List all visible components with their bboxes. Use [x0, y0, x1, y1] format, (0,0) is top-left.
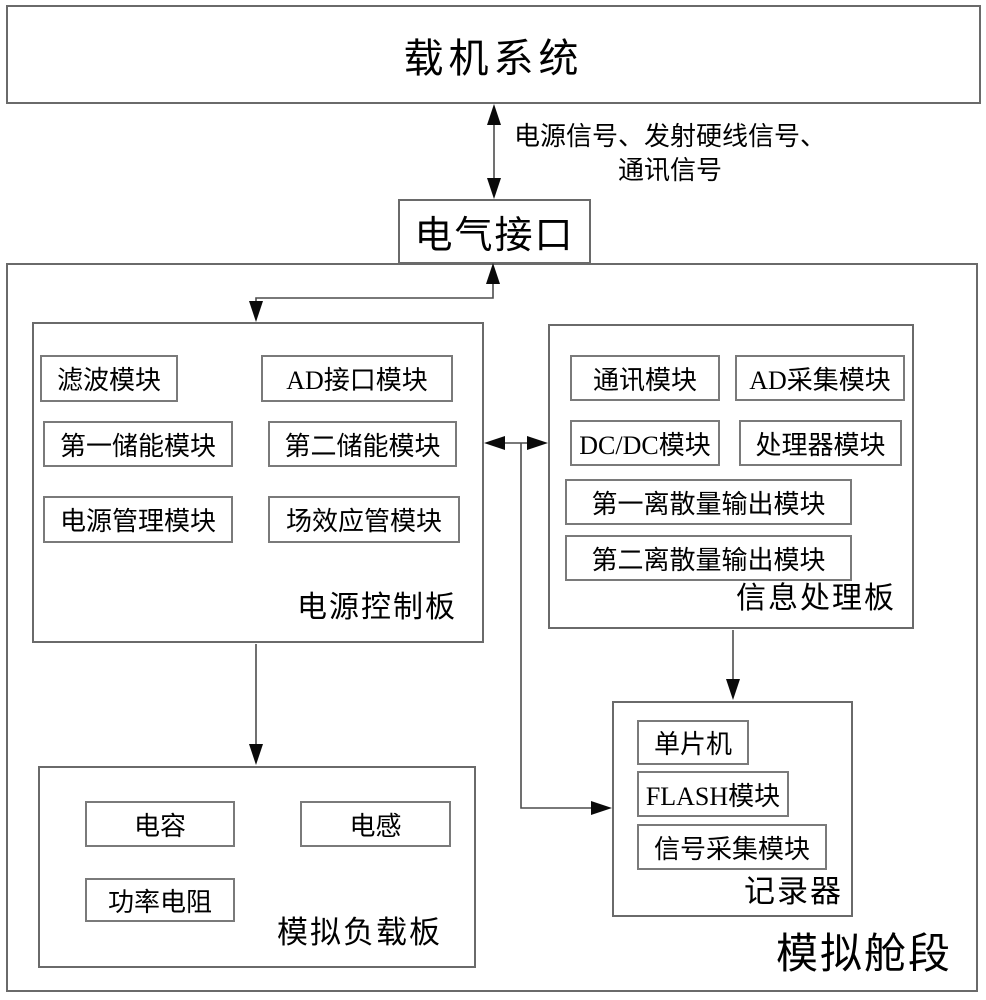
info-processing-board-label: 信息处理板: [736, 582, 896, 615]
module-fet: 场效应管模块: [268, 496, 460, 543]
module-filter: 滤波模块: [40, 355, 178, 402]
module-communication: 通讯模块: [570, 355, 720, 401]
power-control-board-label: 电源控制板: [297, 591, 457, 624]
module-discrete-output-2: 第二离散量输出模块: [565, 535, 852, 581]
electrical-interface-box: 电气接口: [398, 199, 591, 264]
module-discrete-output-1: 第一离散量输出模块: [565, 479, 852, 525]
recorder-label: 记录器: [744, 874, 843, 909]
module-mcu: 单片机: [637, 720, 749, 765]
module-inductor: 电感: [300, 801, 451, 847]
module-energy-storage-2: 第二储能模块: [268, 421, 457, 467]
module-power-resistor: 功率电阻: [85, 878, 235, 922]
signal-label: 电源信号、发射硬线信号、 通讯信号: [497, 120, 843, 188]
simulated-load-board: 电容 电感 功率电阻 模拟负载板: [38, 766, 476, 968]
module-ad-acquisition: AD采集模块: [735, 355, 905, 401]
module-capacitor: 电容: [85, 801, 235, 847]
electrical-interface-label: 电气接口: [414, 215, 575, 257]
module-energy-storage-1: 第一储能模块: [43, 421, 233, 467]
module-signal-acquisition: 信号采集模块: [637, 824, 827, 870]
module-flash: FLASH模块: [637, 771, 789, 817]
module-power-management: 电源管理模块: [43, 496, 233, 543]
module-ad-interface: AD接口模块: [261, 355, 453, 402]
signal-label-line2: 通讯信号: [617, 156, 722, 185]
module-processor: 处理器模块: [739, 420, 902, 466]
power-control-board: 滤波模块 AD接口模块 第一储能模块 第二储能模块 电源管理模块 场效应管模块 …: [32, 322, 484, 643]
simulation-cabin-label: 模拟舱段: [775, 932, 952, 978]
module-dcdc: DC/DC模块: [570, 420, 720, 466]
carrier-system-box: 载机系统: [6, 5, 981, 104]
info-processing-board: 通讯模块 AD采集模块 DC/DC模块 处理器模块 第一离散量输出模块 第二离散…: [548, 324, 914, 629]
simulated-load-board-label: 模拟负载板: [277, 915, 442, 950]
recorder-box: 单片机 FLASH模块 信号采集模块 记录器: [612, 701, 853, 917]
carrier-system-label: 载机系统: [403, 35, 584, 81]
signal-label-line1: 电源信号、发射硬线信号、: [513, 122, 826, 151]
